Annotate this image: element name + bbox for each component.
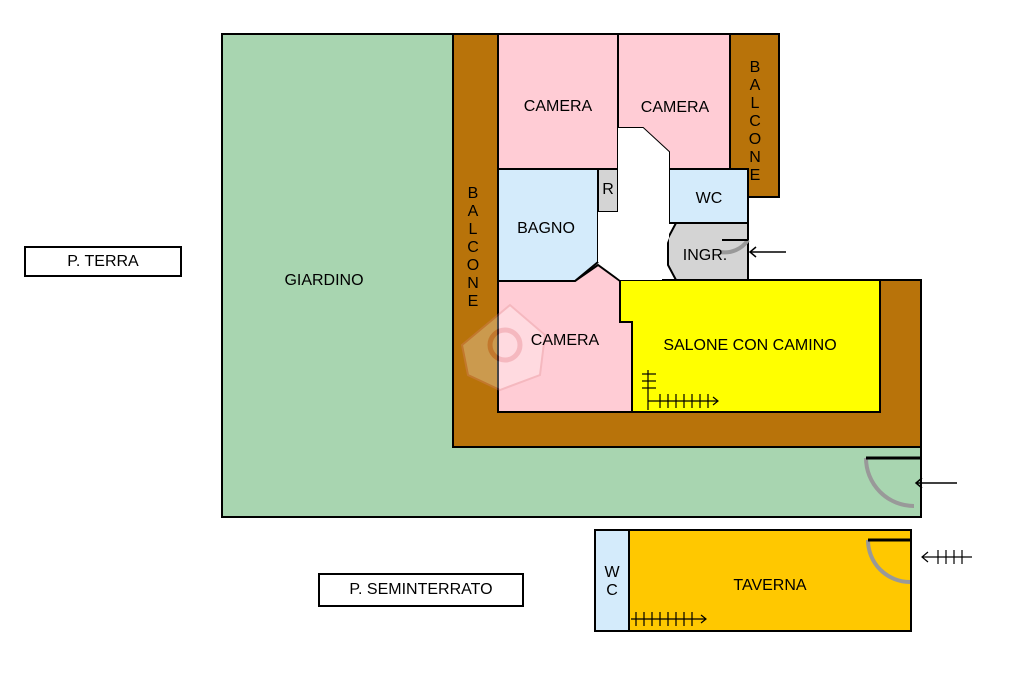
wc-label: WC [696,190,723,207]
entrance-arrow [748,246,786,258]
balcony-right-letter: E [750,167,761,184]
balcony-right-letter: O [749,131,761,148]
balcony-right-letter: B [750,59,761,76]
balcony-right-letter: N [749,149,761,166]
balcony-left-letter: B [468,185,479,202]
garden-entrance-arrow [914,477,957,489]
bedroom-top-left [497,33,619,170]
tavern-label: TAVERNA [733,577,807,594]
tavern-entrance-arrow [921,550,972,564]
garden-door-swing [864,457,915,508]
basement-wc-letter: C [606,582,618,599]
balcony-right-letter: A [750,77,761,94]
bedroom-top-left-label: CAMERA [524,98,593,115]
corridor [598,128,669,280]
staircase-basement [631,612,707,626]
closet-label: R [602,181,614,198]
balcony-right-label: B A L C O N E [749,59,761,184]
wc-room [668,168,749,224]
balcony-left-letter: N [467,275,479,292]
balcony-left-letter: C [467,239,479,256]
bedroom-bottom-label: CAMERA [531,332,600,349]
garden-label: GIARDINO [284,272,363,289]
tavern-door-swing [866,539,911,584]
living-room [619,279,881,413]
balcony-left-letter: L [469,221,478,238]
basement-wc-letter: W [604,564,620,581]
basement-wc-room [594,529,630,632]
balcony-right-letter: C [749,113,761,130]
balcony-right-letter: L [751,95,760,112]
watermark-logo [460,303,547,392]
basement-floor-label: P. SEMINTERRATO [318,573,524,607]
bedroom-top-right-label: CAMERA [641,99,710,116]
basement-wc-label: W C [604,564,620,599]
balcony-left-label: B A L C O N E [467,185,479,310]
staircase-ground [642,370,719,410]
balcony-left-letter: O [467,257,479,274]
entrance-label: INGR. [683,247,727,264]
entrance-door-swing [719,238,750,255]
bathroom-label: BAGNO [517,220,575,237]
living-room-label: SALONE CON CAMINO [663,337,836,354]
ground-floor-label: P. TERRA [24,246,182,277]
balcony-left-letter: A [468,203,479,220]
bathroom [497,168,599,282]
balcony-left-letter: E [468,293,479,310]
